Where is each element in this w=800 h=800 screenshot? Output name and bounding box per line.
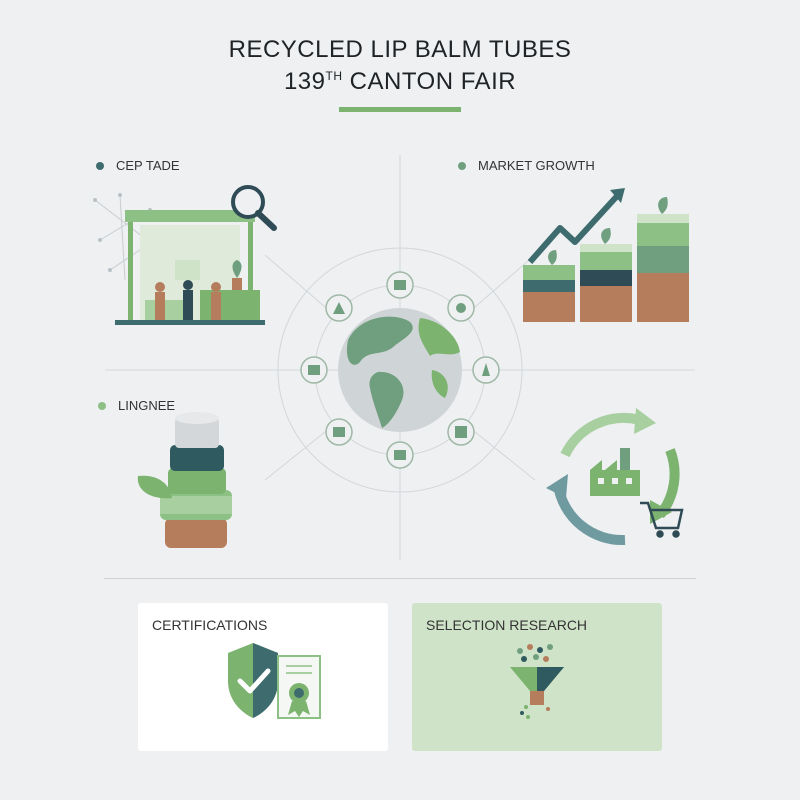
bullet-dot <box>96 161 104 170</box>
title-line-1: RECYCLED LIP BALM TUBES <box>228 36 572 63</box>
selection-research-card: SELECTION RESEARCH <box>412 603 662 751</box>
title-superscript: TH <box>325 69 343 83</box>
selection-research-title: SELECTION RESEARCH <box>426 617 588 633</box>
shield-check-icon <box>228 643 278 718</box>
section-label-text: LINGNEE <box>118 398 176 413</box>
growth-chart-icon <box>523 188 689 322</box>
shopping-cart-icon <box>640 501 684 538</box>
bullet-dot <box>98 401 106 410</box>
section-label-middle-left: LINGNEE <box>98 398 175 413</box>
orbit-icons <box>300 271 500 469</box>
title-underline <box>339 107 461 112</box>
title-suffix: CANTON FAIR <box>342 68 517 95</box>
booth-icon <box>93 193 265 325</box>
divider-line <box>104 578 696 579</box>
title-number: 139 <box>283 68 326 95</box>
globe-icon <box>338 308 462 432</box>
section-label-top-right: MARKET GROWTH <box>458 158 595 173</box>
magnifier-icon <box>231 185 277 231</box>
section-label-top-left: CEP TADE <box>96 158 180 173</box>
certifications-icons <box>228 643 321 719</box>
section-label-text: MARKET GROWTH <box>478 158 595 173</box>
title-line-2: 139TH CANTON FAIR <box>0 68 800 96</box>
funnel-icon <box>510 644 564 719</box>
recycle-factory-icon <box>546 408 680 546</box>
lip-balm-tube-icon <box>137 412 232 548</box>
bullet-dot <box>458 161 466 170</box>
certifications-title: CERTIFICATIONS <box>152 617 268 633</box>
certificate-icon <box>277 655 321 719</box>
certifications-card: CERTIFICATIONS <box>138 603 388 751</box>
section-label-text: CEP TADE <box>116 158 180 173</box>
orbit-icon-glyphs <box>308 280 490 460</box>
